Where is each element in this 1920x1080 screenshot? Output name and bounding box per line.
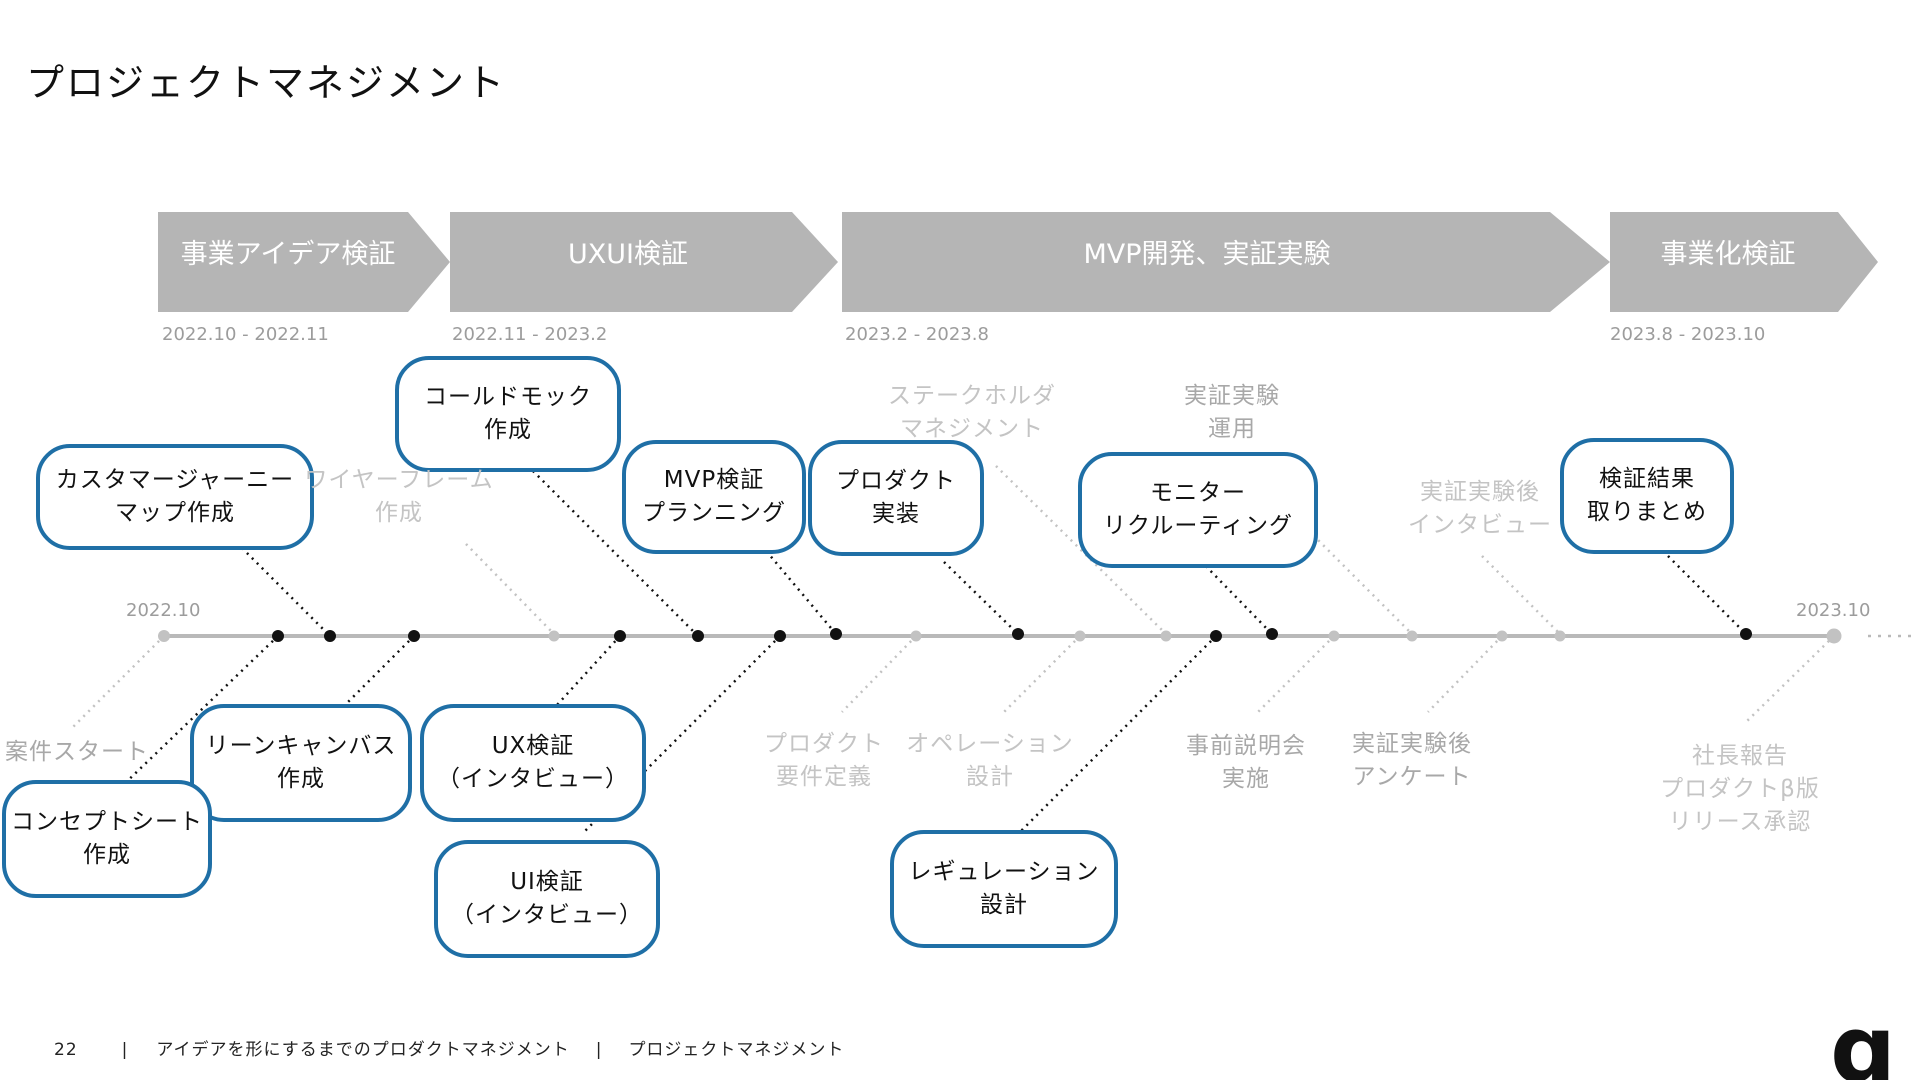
event-line: 実証実験後 xyxy=(1352,731,1472,757)
task-line: モニター xyxy=(1150,480,1246,506)
brand-logo: q xyxy=(1830,996,1896,1080)
event-line: リリース承認 xyxy=(1668,809,1812,835)
task-line: マップ作成 xyxy=(115,500,235,526)
phase-arrow-ideation xyxy=(158,212,450,312)
task-line: 検証結果 xyxy=(1599,466,1695,492)
task-line: 作成 xyxy=(277,766,325,792)
page-title: プロジェクトマネジメント xyxy=(26,61,507,105)
task-line: 設計 xyxy=(980,892,1028,918)
task-ui-verification: UI検証 （インタビュー） xyxy=(434,840,660,958)
event-project-start: 案件スタート xyxy=(0,736,154,769)
task-line: プランニング xyxy=(642,500,786,526)
task-line: UI検証 xyxy=(510,869,584,895)
task-line: 実装 xyxy=(872,501,920,527)
task-cold-mock: コールドモック 作成 xyxy=(395,356,621,472)
event-line: 実証実験 xyxy=(1184,383,1280,409)
footer-section: アイデアを形にするまでのプロダクトマネジメント xyxy=(156,1040,570,1060)
task-line: 作成 xyxy=(484,417,532,443)
event-line: プロダクトβ版 xyxy=(1660,776,1820,802)
event-line: ステークホルダ xyxy=(888,383,1056,409)
task-line: 作成 xyxy=(83,842,131,868)
task-line: UX検証 xyxy=(491,733,575,759)
axis-start-date: 2022.10 xyxy=(126,600,201,621)
event-line: 設計 xyxy=(966,764,1014,790)
task-line: コンセプトシート xyxy=(11,809,203,835)
task-connectors xyxy=(117,465,1747,841)
event-ceo-report: 社長報告 プロダクトβ版 リリース承認 xyxy=(1640,740,1840,839)
phase-arrow-business xyxy=(1610,212,1878,312)
event-post-experiment-interview: 実証実験後 インタビュー xyxy=(1380,476,1580,542)
page-number: 22 xyxy=(54,1040,78,1060)
phase-label-ideation: 事業アイデア検証 xyxy=(180,239,396,270)
event-dots xyxy=(158,628,1842,644)
footer: 22 | アイデアを形にするまでのプロダクトマネジメント | プロジェクトマネジメント xyxy=(54,1035,844,1060)
task-dots xyxy=(272,628,1752,642)
task-line: レギュレーション xyxy=(908,859,1100,885)
footer-subsection: プロジェクトマネジメント xyxy=(628,1040,845,1060)
event-line: ワイヤーフレーム xyxy=(304,467,494,493)
event-line: 実証実験後 xyxy=(1420,479,1540,505)
event-stakeholder-management: ステークホルダ マネジメント xyxy=(872,380,1072,446)
task-line: プロダクト xyxy=(836,468,956,494)
event-line: 案件スタート xyxy=(5,739,149,765)
event-operation-design: オペレーション 設計 xyxy=(890,728,1090,794)
event-line: 要件定義 xyxy=(776,764,872,790)
task-customer-journey-map: カスタマージャーニー マップ作成 xyxy=(36,444,314,550)
task-mvp-planning: MVP検証 プランニング xyxy=(622,440,806,554)
phase-dates-business: 2023.8 - 2023.10 xyxy=(1610,324,1766,345)
task-product-implementation: プロダクト 実装 xyxy=(808,440,984,556)
phase-dates-mvp: 2023.2 - 2023.8 xyxy=(845,324,989,345)
task-ux-verification: UX検証 （インタビュー） xyxy=(420,704,646,822)
task-line: MVP検証 xyxy=(663,467,765,493)
event-wireframe: ワイヤーフレーム 作成 xyxy=(299,464,499,530)
phase-label-mvp: MVP開発、実証実験 xyxy=(1083,239,1331,270)
task-line: カスタマージャーニー xyxy=(55,467,295,493)
phase-dates-uxui: 2022.11 - 2023.2 xyxy=(452,324,608,345)
phase-label-uxui: UXUI検証 xyxy=(568,239,688,270)
task-line: リーンキャンバス xyxy=(205,733,397,759)
task-line: （インタビュー） xyxy=(437,766,629,792)
event-line: 実施 xyxy=(1222,766,1270,792)
task-lean-canvas: リーンキャンバス 作成 xyxy=(190,704,412,822)
event-experiment-operation: 実証実験 運用 xyxy=(1132,380,1332,446)
task-result-summary: 検証結果 取りまとめ xyxy=(1560,438,1734,554)
event-line: プロダクト xyxy=(764,731,884,757)
event-line: アンケート xyxy=(1352,764,1472,790)
event-line: 社長報告 xyxy=(1692,743,1788,769)
event-line: 作成 xyxy=(375,500,423,526)
event-product-requirements: プロダクト 要件定義 xyxy=(724,728,924,794)
phase-label-business: 事業化検証 xyxy=(1660,239,1796,270)
task-concept-sheet: コンセプトシート 作成 xyxy=(2,780,212,898)
task-line: 取りまとめ xyxy=(1587,499,1707,525)
event-line: マネジメント xyxy=(900,416,1044,442)
phase-arrow-uxui xyxy=(450,212,838,312)
task-line: コールドモック xyxy=(424,384,592,410)
task-line: リクルーティング xyxy=(1103,513,1293,539)
task-monitor-recruiting: モニター リクルーティング xyxy=(1078,452,1318,568)
event-line: インタビュー xyxy=(1408,512,1552,538)
event-line: オペレーション xyxy=(906,731,1074,757)
event-line: 運用 xyxy=(1208,416,1256,442)
phase-arrow-mvp xyxy=(842,212,1610,312)
task-line: （インタビュー） xyxy=(451,902,643,928)
task-regulation-design: レギュレーション 設計 xyxy=(890,830,1118,948)
event-line: 事前説明会 xyxy=(1186,733,1306,759)
phase-dates-ideation: 2022.10 - 2022.11 xyxy=(162,324,329,345)
footer-divider: | xyxy=(121,1040,129,1060)
footer-divider: | xyxy=(595,1040,603,1060)
event-post-experiment-survey: 実証実験後 アンケート xyxy=(1312,728,1512,794)
axis-end-date: 2023.10 xyxy=(1796,600,1871,621)
event-pre-briefing: 事前説明会 実施 xyxy=(1146,730,1346,796)
